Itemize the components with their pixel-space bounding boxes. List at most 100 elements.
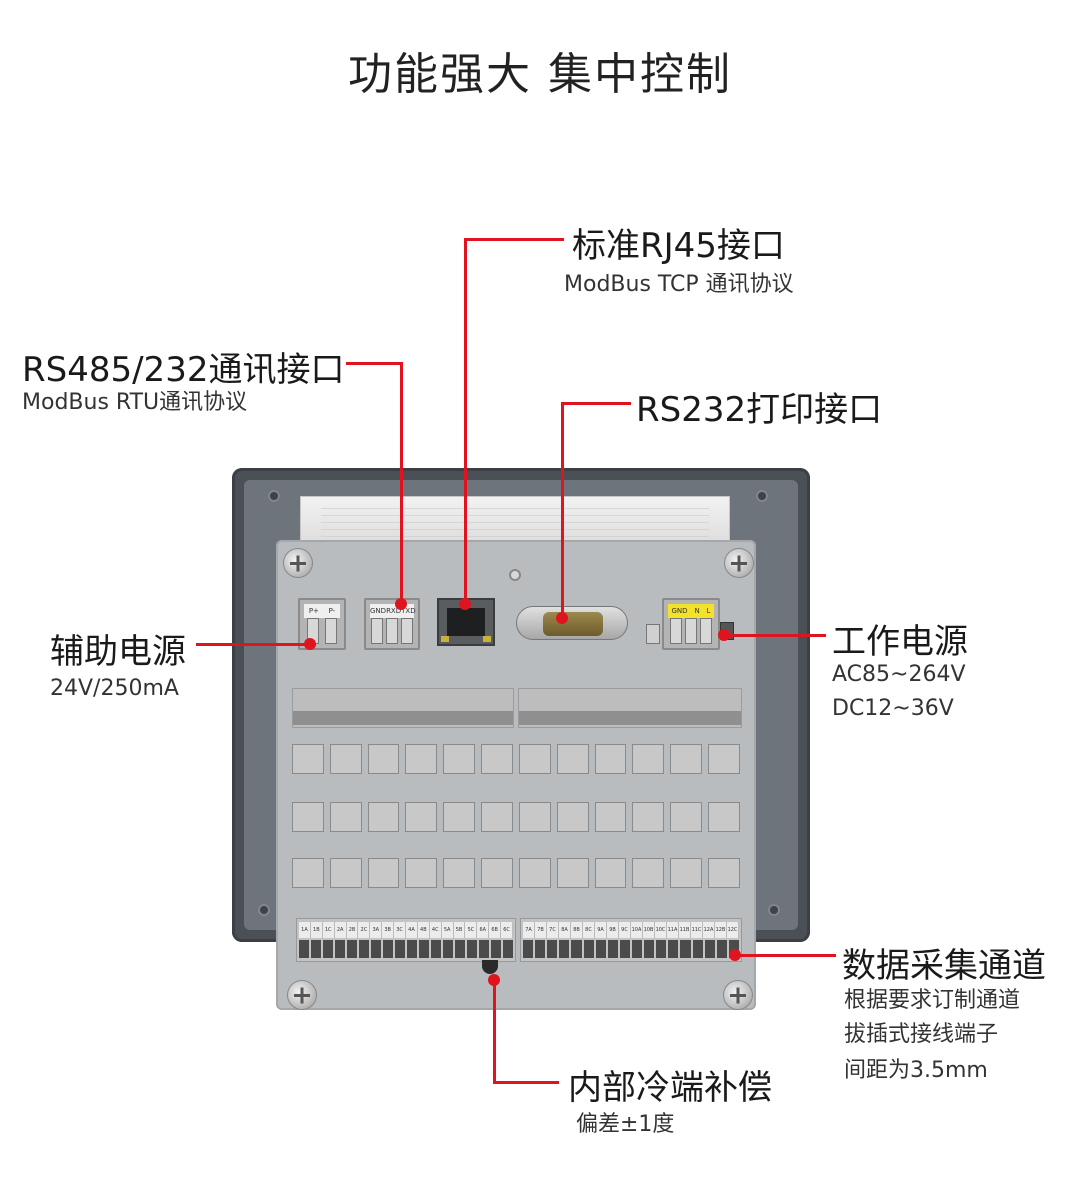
pin-label: N xyxy=(694,607,700,615)
rs485-pin-labels: GND RXD TXD xyxy=(370,604,416,618)
work-power-spec-dc: DC12~36V xyxy=(832,696,954,721)
terminal-label: 11B xyxy=(679,922,691,938)
terminal-label: 2A xyxy=(335,922,347,938)
pin-label: RXD xyxy=(386,607,402,615)
callout-line xyxy=(493,1081,559,1084)
terminal-block xyxy=(518,688,742,728)
terminal-label: 4C xyxy=(430,922,442,938)
pin-label: GND xyxy=(671,607,688,615)
db9-port xyxy=(516,606,628,640)
data-acq-label: 数据采集通道 xyxy=(842,946,1046,986)
rj45-sublabel: ModBus TCP 通讯协议 xyxy=(564,272,794,297)
terminal-label: 4A xyxy=(406,922,418,938)
mount-hole xyxy=(258,904,270,916)
terminal-label: 9B xyxy=(607,922,619,938)
callout-line xyxy=(400,362,403,604)
callout-dot xyxy=(304,638,316,650)
rs485-sublabel: ModBus RTU通讯协议 xyxy=(22,390,248,415)
mount-hole xyxy=(268,490,280,502)
terminal-label: 6C xyxy=(501,922,514,938)
terminal-label: 10C xyxy=(655,922,667,938)
work-power-label: 工作电源 xyxy=(832,622,968,662)
terminal-label: 8B xyxy=(571,922,583,938)
terminal-label: 7A xyxy=(523,922,535,938)
callout-line xyxy=(464,238,564,241)
pin-label: P+ xyxy=(308,607,319,615)
terminal-label: 7C xyxy=(547,922,559,938)
data-acq-line-3: 间距为3.5mm xyxy=(844,1058,988,1083)
power-connector: GND N L xyxy=(662,598,720,650)
pin-label: GND xyxy=(370,607,387,615)
callout-line xyxy=(561,402,631,405)
terminal-label: 10A xyxy=(631,922,643,938)
aux-power-pin-labels: P+ P- xyxy=(304,604,340,618)
terminal-label: 9A xyxy=(595,922,607,938)
callout-line xyxy=(493,980,496,1084)
terminal-label: 1A xyxy=(299,922,311,938)
terminal-block xyxy=(292,688,514,728)
terminal-label: 5B xyxy=(454,922,466,938)
mount-hole xyxy=(768,904,780,916)
rs232-label: RS232打印接口 xyxy=(636,390,883,430)
terminal-label: 11A xyxy=(667,922,679,938)
screw-icon xyxy=(287,980,317,1010)
callout-line xyxy=(561,402,564,616)
callout-dot xyxy=(718,629,730,641)
fuse-holder xyxy=(646,624,660,644)
callout-dot xyxy=(459,598,471,610)
terminal-label: 3C xyxy=(394,922,407,938)
terminal-label: 8A xyxy=(559,922,571,938)
callout-line xyxy=(736,954,836,957)
cold-junction-label: 内部冷端补偿 xyxy=(568,1068,772,1108)
data-acq-line-2: 拔插式接线端子 xyxy=(844,1022,999,1047)
terminal-label: 3B xyxy=(382,922,395,938)
terminal-label: 12C xyxy=(727,922,739,938)
pin-label: L xyxy=(706,607,711,615)
work-power-spec-ac: AC85~264V xyxy=(832,662,966,687)
terminal-label: 7B xyxy=(535,922,547,938)
terminal-label: 1C xyxy=(323,922,335,938)
terminal-label: 8C xyxy=(583,922,595,938)
terminal-label: 10B xyxy=(643,922,655,938)
callout-line xyxy=(722,634,826,637)
terminal-label: 2B xyxy=(347,922,359,938)
screw-icon xyxy=(283,548,313,578)
power-pin-labels: GND N L xyxy=(668,604,714,618)
pin-label: P- xyxy=(328,607,336,615)
pin-label: TXD xyxy=(401,607,416,615)
mount-hole xyxy=(756,490,768,502)
terminal-label: 5C xyxy=(465,922,478,938)
aux-power-sublabel: 24V/250mA xyxy=(50,676,179,701)
callout-dot xyxy=(488,974,500,986)
rs485-label: RS485/232通讯接口 xyxy=(22,350,345,390)
terminal-label: 9C xyxy=(619,922,631,938)
rs485-connector: GND RXD TXD xyxy=(364,598,420,650)
indicator-hole xyxy=(509,569,521,581)
callout-dot xyxy=(729,949,741,961)
terminal-label: 6B xyxy=(489,922,502,938)
terminal-label: 6A xyxy=(477,922,490,938)
terminal-label: 2C xyxy=(358,922,371,938)
cold-junction-sublabel: 偏差±1度 xyxy=(576,1112,675,1137)
terminal-label: 11C xyxy=(691,922,703,938)
slot-row xyxy=(292,802,740,832)
rj45-label: 标准RJ45接口 xyxy=(572,226,785,266)
cold-junction-sensor xyxy=(482,960,498,974)
aux-power-connector: P+ P- xyxy=(298,598,346,650)
callout-line xyxy=(346,362,402,365)
aux-power-label: 辅助电源 xyxy=(50,632,186,672)
callout-line xyxy=(196,643,316,646)
screw-icon xyxy=(723,980,753,1010)
callout-line xyxy=(464,238,467,602)
slot-row xyxy=(292,858,740,888)
data-acq-line-1: 根据要求订制通道 xyxy=(844,988,1021,1013)
slot-row xyxy=(292,744,740,774)
terminal-label: 12A xyxy=(703,922,715,938)
screw-icon xyxy=(724,548,754,578)
page-title: 功能强大 集中控制 xyxy=(348,49,732,100)
terminal-label: 4B xyxy=(418,922,430,938)
terminal-label: 3A xyxy=(370,922,383,938)
callout-dot xyxy=(556,612,568,624)
